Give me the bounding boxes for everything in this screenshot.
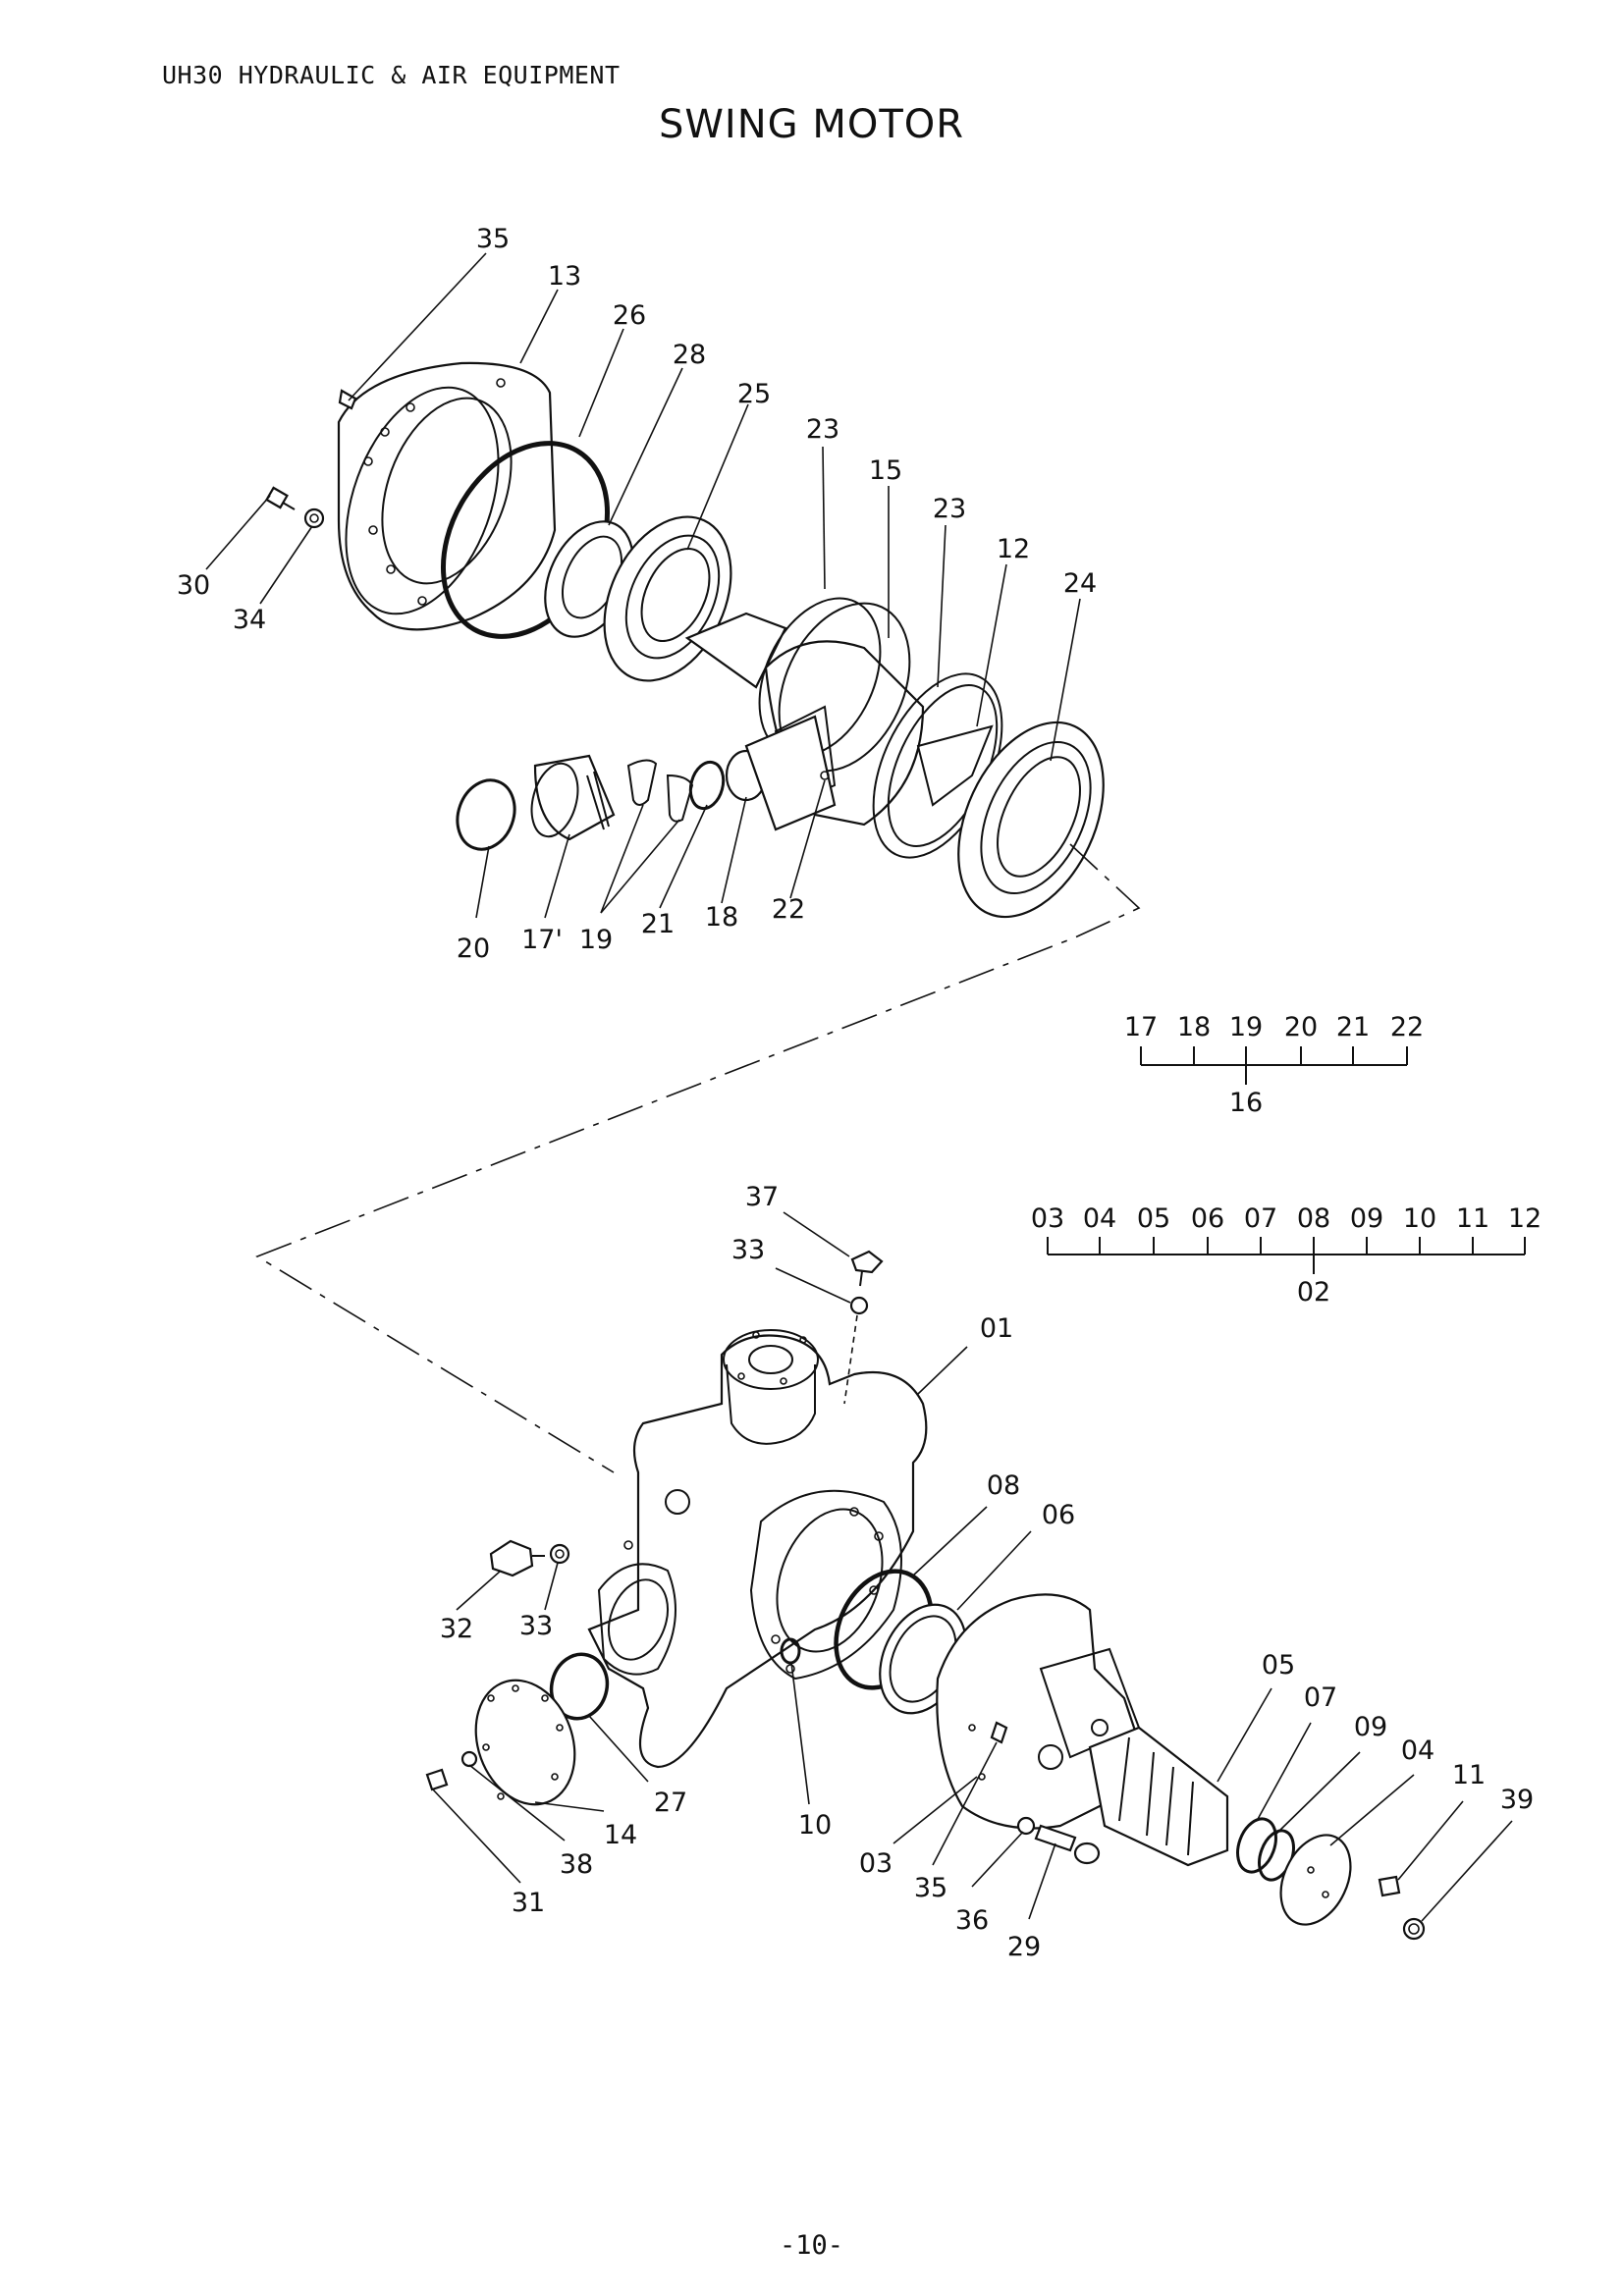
part-10-o-ring <box>780 1637 801 1665</box>
part-19-shoe <box>626 759 658 806</box>
group02-member-03: 03 <box>1031 1203 1064 1234</box>
callout-27: 27 <box>654 1788 687 1818</box>
callout-24: 24 <box>1063 568 1097 599</box>
callout-25: 25 <box>737 379 771 409</box>
part-17-piston <box>530 754 616 841</box>
callout-34: 34 <box>233 605 266 635</box>
group02-member-12: 12 <box>1508 1203 1542 1234</box>
part-22-pin <box>744 715 837 831</box>
callout-05: 05 <box>1262 1650 1295 1681</box>
callout-28: 28 <box>673 340 706 370</box>
callout-01: 01 <box>980 1313 1013 1344</box>
part-07-ring <box>1236 1817 1277 1874</box>
callout-14: 14 <box>604 1820 637 1850</box>
part-05-spool <box>1088 1726 1229 1867</box>
group16-member-21: 21 <box>1336 1012 1370 1042</box>
part-30-bolt <box>265 486 296 510</box>
callout-06: 06 <box>1042 1500 1075 1530</box>
callout-labels: 35 13 26 28 25 23 15 23 12 24 30 34 20 1… <box>177 224 1542 1962</box>
callout-31: 31 <box>512 1888 545 1918</box>
callout-15: 15 <box>869 455 902 486</box>
callout-35-upper: 35 <box>476 224 510 254</box>
part-12-cam <box>916 724 994 807</box>
callout-18: 18 <box>705 902 738 933</box>
group16-parent: 16 <box>1229 1088 1263 1118</box>
leader-lines-lower <box>431 1211 1513 1922</box>
callout-07: 07 <box>1304 1682 1337 1713</box>
callout-32: 32 <box>440 1614 473 1644</box>
part-11-bolt <box>1378 1875 1401 1897</box>
part-38-washer <box>460 1750 478 1768</box>
group-bracket-02 <box>1047 1237 1526 1274</box>
callout-17: 17' <box>521 925 563 955</box>
part-36-washer <box>1016 1816 1036 1836</box>
callout-09: 09 <box>1354 1712 1387 1742</box>
part-39-plug <box>1402 1917 1426 1941</box>
group02-member-06: 06 <box>1191 1203 1224 1234</box>
callout-38: 38 <box>560 1849 593 1880</box>
part-13-cover <box>337 361 557 631</box>
callout-22: 22 <box>772 894 805 925</box>
callout-13: 13 <box>548 261 581 292</box>
callout-19: 19 <box>579 925 613 955</box>
group16-member-19: 19 <box>1229 1012 1263 1042</box>
group02-member-11: 11 <box>1456 1203 1489 1234</box>
part-33-washer-lower <box>549 1543 570 1565</box>
lower-housing-assembly <box>425 1211 1513 1941</box>
callout-37: 37 <box>745 1182 779 1212</box>
document-header: UH30 HYDRAULIC & AIR EQUIPMENT <box>162 61 621 89</box>
group02-member-08: 08 <box>1297 1203 1330 1234</box>
part-29-bolt <box>1034 1824 1101 1865</box>
group02-parent: 02 <box>1297 1277 1330 1308</box>
group02-member-04: 04 <box>1083 1203 1116 1234</box>
callout-10: 10 <box>798 1810 832 1841</box>
part-04-end-cap <box>1279 1834 1352 1926</box>
group02-member-05: 05 <box>1137 1203 1170 1234</box>
callout-03: 03 <box>859 1848 893 1879</box>
group16-member-17: 17 <box>1124 1012 1158 1042</box>
part-20-ring <box>456 778 516 851</box>
callout-21: 21 <box>641 909 675 939</box>
group02-member-09: 09 <box>1350 1203 1383 1234</box>
part-33-washer-upper <box>849 1296 869 1315</box>
upper-rotor-assembly <box>205 252 1105 919</box>
assembly-centerline <box>255 843 1141 1473</box>
group16-member-22: 22 <box>1390 1012 1424 1042</box>
group02-member-10: 10 <box>1403 1203 1436 1234</box>
callout-33-upper: 33 <box>731 1235 765 1265</box>
part-37-plug <box>850 1250 884 1287</box>
callout-23-b: 23 <box>933 494 966 524</box>
callout-39: 39 <box>1500 1785 1534 1815</box>
part-32-fitting <box>489 1539 534 1577</box>
part-14-cover <box>474 1679 576 1806</box>
callout-30: 30 <box>177 570 210 601</box>
part-35-pin <box>338 389 357 410</box>
callout-20: 20 <box>457 934 490 964</box>
callout-36: 36 <box>955 1905 989 1936</box>
callout-04: 04 <box>1401 1735 1434 1766</box>
callout-26: 26 <box>613 300 646 331</box>
leader-lines-upper <box>205 252 1081 919</box>
part-24-bearing <box>957 721 1105 919</box>
callout-33-lower: 33 <box>519 1611 553 1641</box>
part-21-ring <box>688 760 726 811</box>
callout-29: 29 <box>1007 1932 1041 1962</box>
callout-35-lower: 35 <box>914 1873 947 1903</box>
part-35-pin-lower <box>990 1721 1008 1744</box>
group02-member-07: 07 <box>1244 1203 1277 1234</box>
page-number: -10- <box>779 2230 844 2261</box>
group16-member-18: 18 <box>1177 1012 1211 1042</box>
callout-11: 11 <box>1452 1760 1486 1790</box>
part-01-housing <box>587 1329 928 1769</box>
group-bracket-16 <box>1140 1046 1408 1085</box>
part-34-washer <box>303 507 325 529</box>
callout-08: 08 <box>987 1470 1020 1501</box>
group16-member-20: 20 <box>1284 1012 1318 1042</box>
page-title: SWING MOTOR <box>658 102 965 147</box>
part-27-o-ring <box>549 1652 610 1721</box>
callout-23-a: 23 <box>806 414 839 445</box>
part-31-bolt <box>425 1768 449 1791</box>
callout-12: 12 <box>997 534 1030 564</box>
